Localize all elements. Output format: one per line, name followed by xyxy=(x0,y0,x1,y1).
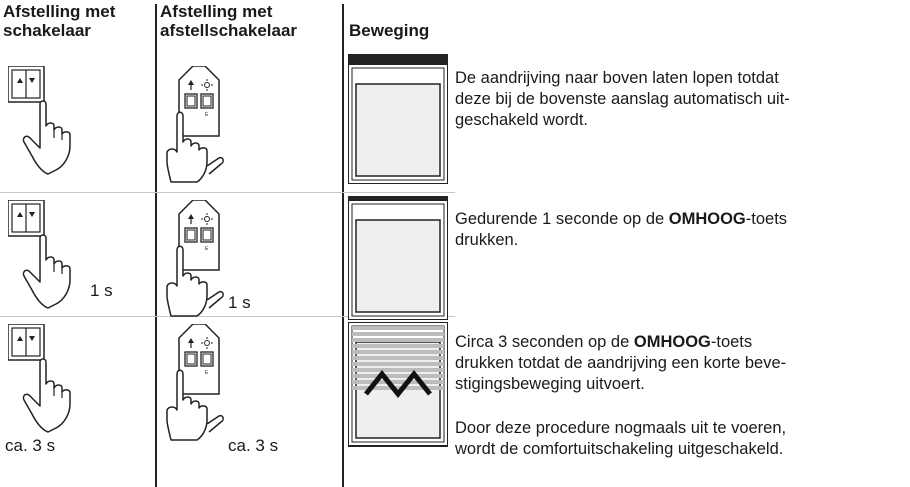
duration-label: 1 s xyxy=(90,281,113,300)
column-divider xyxy=(342,4,344,487)
row2-description: Gedurende 1 seconde op de OMHOOG-toets d… xyxy=(455,210,788,249)
duration-label: ca. 3 s xyxy=(5,436,56,455)
header-col3: Beweging xyxy=(349,21,430,40)
column-divider xyxy=(155,4,157,487)
row-divider xyxy=(0,316,455,317)
roller-shutter-window-icon xyxy=(348,196,448,320)
duration-label: ca. 3 s xyxy=(228,436,279,455)
wall-switch-icon xyxy=(8,324,71,433)
row3-note: Door deze procedure nogmaals uit te voer… xyxy=(455,419,787,458)
roller-shutter-window-icon xyxy=(348,54,448,184)
adjust-switch-icon xyxy=(166,66,224,183)
adjust-switch-icon xyxy=(166,200,224,317)
duration-label: 1 s xyxy=(228,293,251,312)
row3-description: Circa 3 seconden op de OMHOOG-toets druk… xyxy=(455,333,787,393)
header-col1: Afstelling met schakelaar xyxy=(3,2,116,40)
up-down-arrows-icon xyxy=(364,369,432,399)
adjust-switch-icon xyxy=(166,324,224,441)
row-divider xyxy=(0,192,455,193)
row1-description: De aandrijving naar boven laten lopen to… xyxy=(455,69,790,129)
roller-shutter-window-icon xyxy=(348,322,448,447)
header-col2: Afstelling met afstellschakelaar xyxy=(160,2,298,40)
wall-switch-icon xyxy=(8,66,71,175)
